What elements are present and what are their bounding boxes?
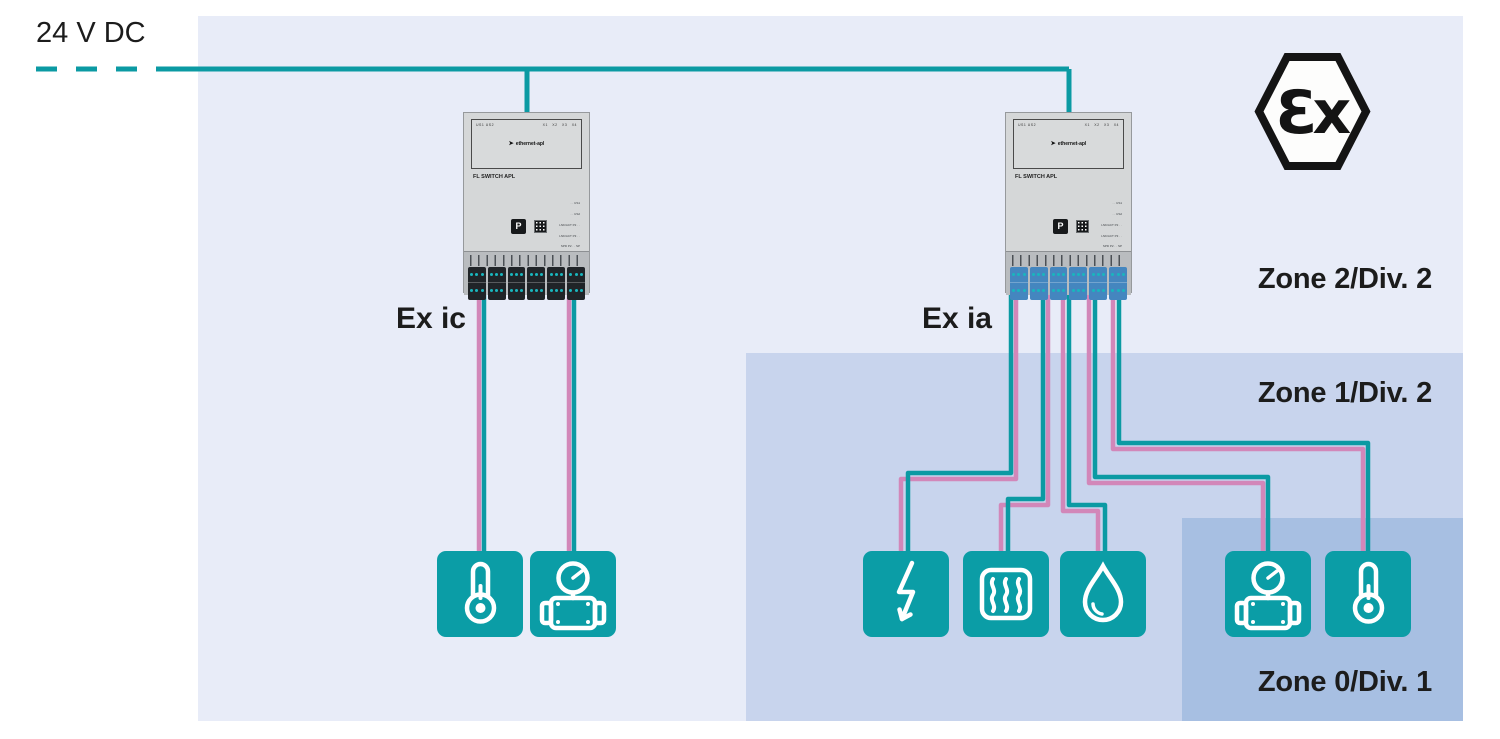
sensor-temperature-1 (437, 551, 523, 637)
terminal-block (1109, 267, 1127, 300)
device-name: FL SWITCH APL (473, 174, 516, 180)
terminal-block (1029, 267, 1048, 300)
pump-gauge-icon (1234, 561, 1302, 631)
terminal-block (1089, 267, 1108, 300)
terminal-pins (1012, 255, 1125, 266)
sensor-pressure-2 (1225, 551, 1311, 637)
device-name: FL SWITCH APL (1015, 174, 1058, 180)
ethernet-apl-logo: ➤ ethernet-apl (472, 141, 581, 147)
ethernet-apl-arrow-icon: ➤ (508, 141, 514, 147)
ex-ic-label: Ex ic (395, 302, 466, 335)
terminal-strip (1006, 251, 1131, 300)
led-line: LNK/ACT P2 · · (1101, 222, 1122, 227)
terminal-blocks (1010, 267, 1127, 300)
ethernet-apl-arrow-icon: ➤ (1050, 141, 1056, 147)
power-supply-label: 24 V DC (36, 17, 146, 49)
power-port-labels: US1 US2 (1018, 123, 1037, 127)
terminal-block (487, 267, 506, 300)
terminal-block (527, 267, 546, 300)
power-port-labels: US1 US2 (476, 123, 495, 127)
sensor-heat (963, 551, 1049, 637)
sensor-pressure-1 (530, 551, 616, 637)
sensor-temperature-2 (1325, 551, 1411, 637)
heated-surface-icon (979, 567, 1033, 621)
led-line: LNK/ACT P3 · · (559, 233, 580, 238)
terminal-block (468, 267, 486, 300)
droplet-icon (1082, 561, 1124, 623)
led-line: LNK/ACT P2 · · (559, 222, 580, 227)
switch-top-panel: US1 US2 X1 X2 X3 X4 ➤ ethernet-apl (471, 119, 582, 169)
led-line: SPD P2 · · SP (560, 244, 580, 249)
ethernet-apl-text: ethernet-apl (1057, 141, 1087, 147)
zone-2-label: Zone 2/Div. 2 (1257, 263, 1432, 295)
ex-ia-label: Ex ia (921, 302, 992, 335)
apl-switch-ex-ia: US1 US2 X1 X2 X3 X4 ➤ ethernet-apl FL SW… (1005, 112, 1132, 300)
pump-gauge-icon (539, 561, 607, 631)
thermometer-icon (1352, 561, 1385, 624)
terminal-block (1010, 267, 1028, 300)
data-port-labels: X1 X2 X3 X4 (1084, 123, 1119, 127)
terminal-blocks (468, 267, 585, 300)
ethernet-apl-logo: ➤ ethernet-apl (1014, 141, 1123, 147)
terminal-block (567, 267, 585, 300)
zone-0-label: Zone 0/Div. 1 (1257, 666, 1432, 698)
led-line: · · US2 (1112, 211, 1122, 216)
terminal-block (1069, 267, 1088, 300)
switch-top-panel: US1 US2 X1 X2 X3 X4 ➤ ethernet-apl (1013, 119, 1124, 169)
qr-code (534, 220, 547, 233)
sensor-liquid (1060, 551, 1146, 637)
terminal-block (1049, 267, 1068, 300)
led-line: · · US1 (1112, 201, 1122, 206)
led-line: · · US1 (570, 201, 580, 206)
led-line: · · US2 (570, 211, 580, 216)
phoenix-contact-logo-icon: P (511, 219, 526, 234)
data-port-labels: X1 X2 X3 X4 (542, 123, 577, 127)
led-line: LNK/ACT P3 · · (1101, 233, 1122, 238)
zone-1-label: Zone 1/Div. 2 (1257, 377, 1432, 409)
ethernet-apl-text: ethernet-apl (515, 141, 545, 147)
lightning-icon (896, 560, 916, 622)
terminal-strip (464, 251, 589, 300)
led-line: SPD P2 · · SP (1102, 244, 1122, 249)
terminal-block (547, 267, 566, 300)
terminal-pins (470, 255, 583, 266)
sensor-energy (863, 551, 949, 637)
phoenix-contact-logo-icon: P (1053, 219, 1068, 234)
apl-switch-ex-ic: US1 US2 X1 X2 X3 X4 ➤ ethernet-apl FL SW… (463, 112, 590, 300)
thermometer-icon (464, 561, 497, 624)
terminal-block (507, 267, 526, 300)
qr-code (1076, 220, 1089, 233)
